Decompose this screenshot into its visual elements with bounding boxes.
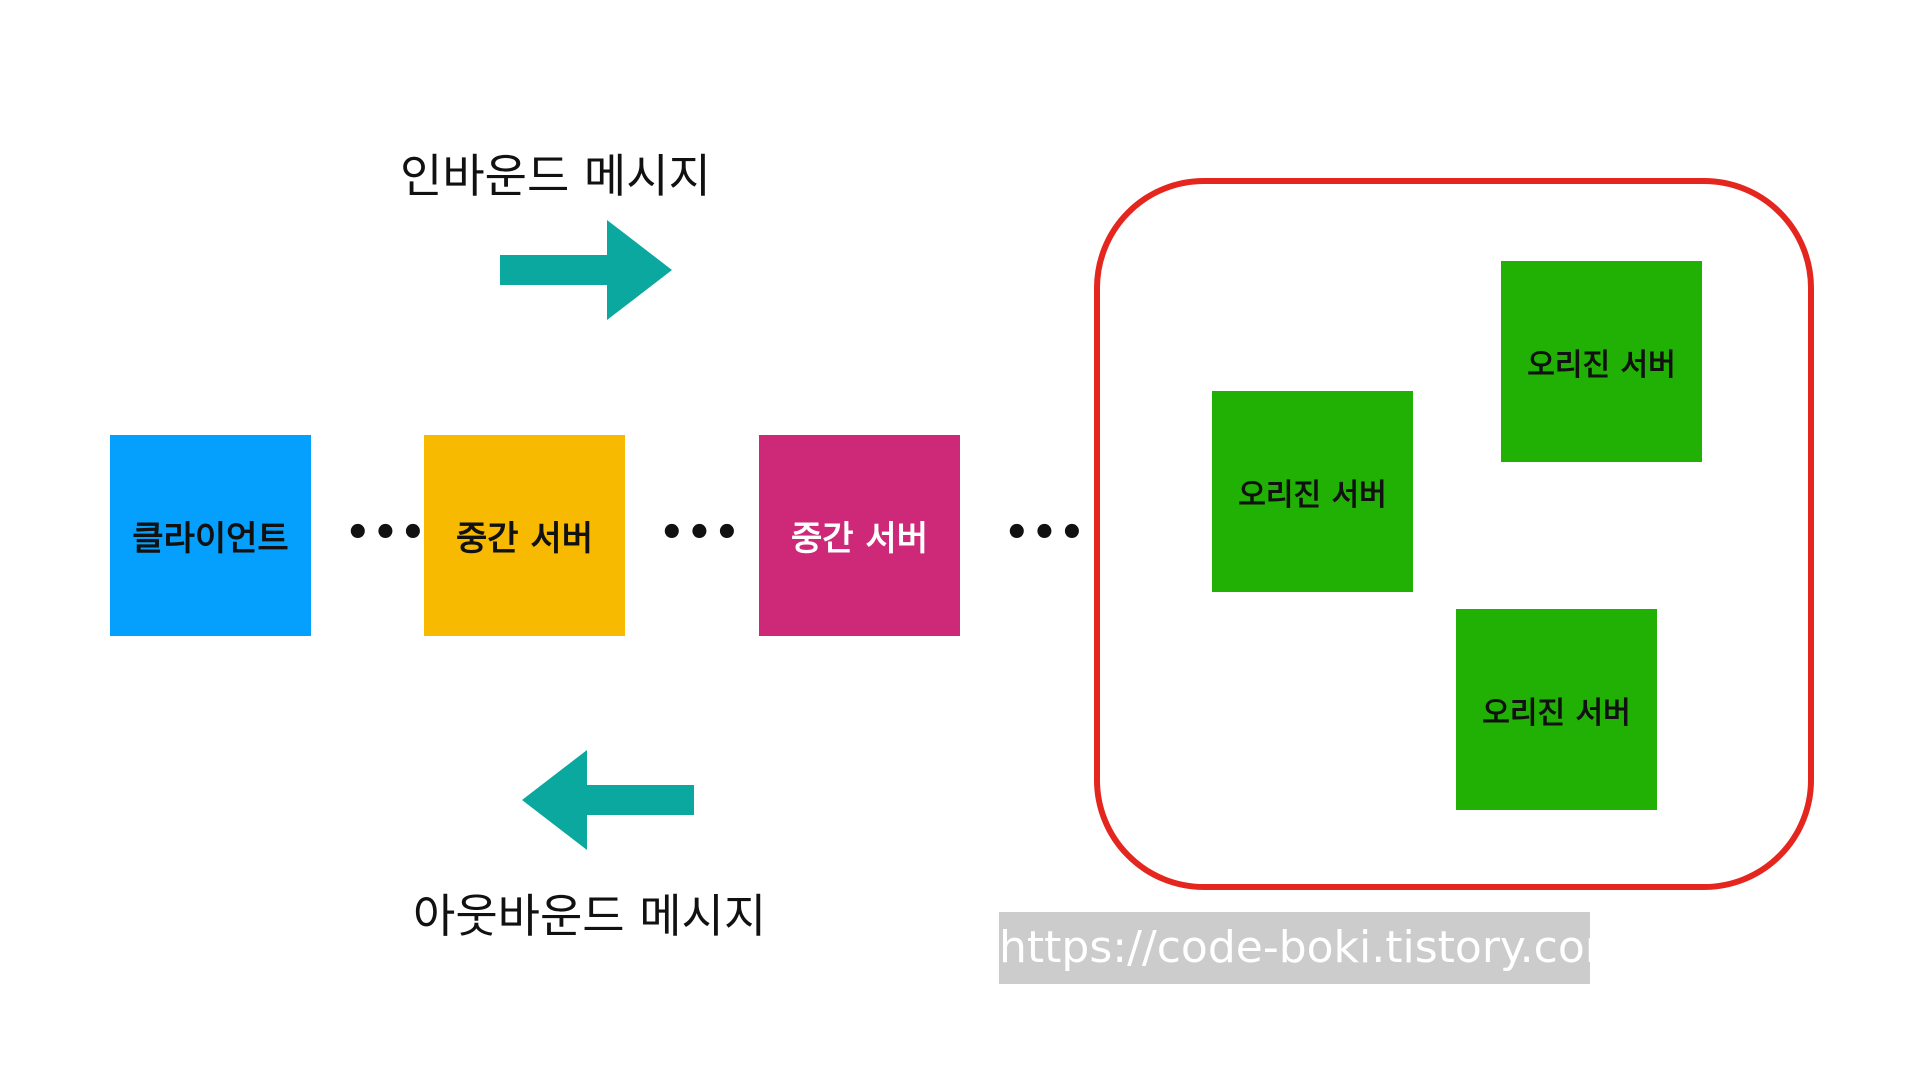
arrow-left-icon bbox=[522, 750, 694, 850]
client-node: 클라이언트 bbox=[110, 435, 311, 636]
intermediate-server-node-1: 중간 서버 bbox=[424, 435, 625, 636]
origin-server-node-a: 오리진 서버 bbox=[1212, 391, 1413, 592]
origin-server-group bbox=[1094, 178, 1814, 890]
intermediate-server-node-2: 중간 서버 bbox=[759, 435, 960, 636]
ellipsis-2: ••• bbox=[659, 510, 742, 556]
origin-server-node-b: 오리진 서버 bbox=[1501, 261, 1702, 462]
outbound-message-label: 아웃바운드 메시지 bbox=[413, 889, 767, 943]
watermark-url: https://code-boki.tistory.com bbox=[999, 912, 1590, 984]
ellipsis-1: ••• bbox=[345, 510, 428, 556]
arrow-right-icon bbox=[500, 220, 672, 320]
inbound-message-label: 인바운드 메시지 bbox=[400, 149, 711, 203]
origin-server-node-c: 오리진 서버 bbox=[1456, 609, 1657, 810]
ellipsis-3: ••• bbox=[1004, 510, 1087, 556]
